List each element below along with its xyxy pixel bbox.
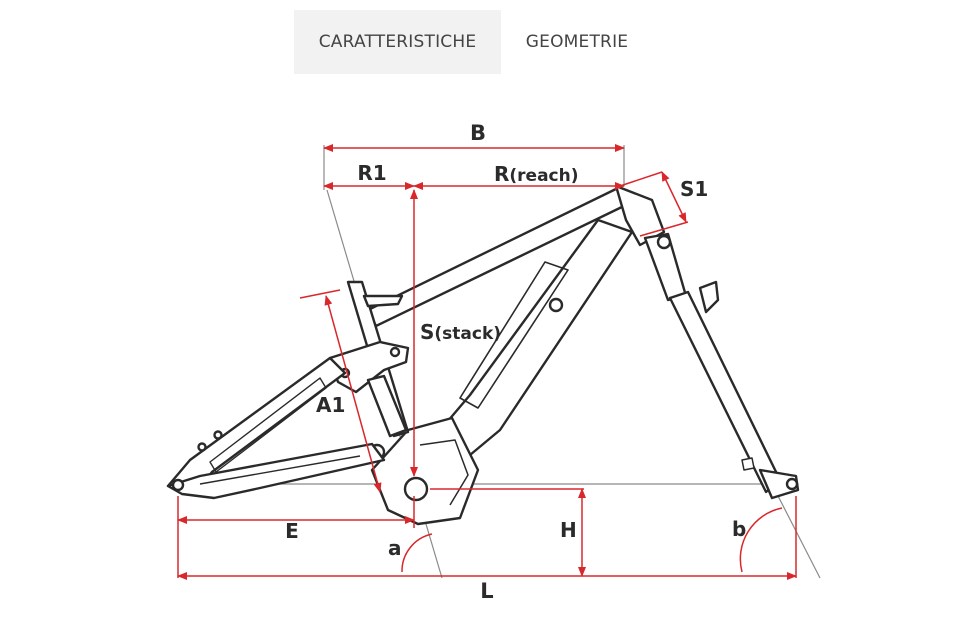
bottom-bracket: [403, 476, 429, 502]
front-axle: [785, 477, 799, 491]
label-s1: S1: [680, 177, 708, 201]
s1-ext-bottom: [639, 221, 689, 237]
label-b: B: [470, 121, 486, 145]
tab-geometrie[interactable]: GEOMETRIE: [525, 32, 629, 52]
tab-caratteristiche[interactable]: CARATTERISTICHE: [294, 10, 501, 74]
label-a1: A1: [316, 393, 345, 417]
label-b-angle: b: [732, 517, 746, 541]
label-reach: R(reach): [494, 162, 579, 186]
down-tube-inner: [459, 261, 569, 409]
a1-ext-top: [299, 289, 341, 299]
dim-a1: [324, 295, 382, 493]
label-h: H: [560, 518, 577, 542]
tab-bar: CARATTERISTICHE GEOMETRIE: [294, 10, 653, 74]
label-a: a: [388, 536, 402, 560]
dimension-labels: B R1 R(reach) S1 S(stack) A1 E a H b L: [285, 121, 746, 603]
fork-arch: [698, 280, 720, 314]
label-stack: S(stack): [420, 320, 501, 344]
dim-s1: [661, 171, 687, 223]
fork-leg: [668, 290, 782, 494]
s1-ext-top: [619, 171, 663, 187]
rear-axle: [171, 478, 185, 492]
label-r1: R1: [357, 161, 386, 185]
label-l: L: [480, 579, 493, 603]
frame-drawing: [166, 184, 800, 526]
fork-dropout: [758, 468, 800, 500]
seat-tube-bridge: [362, 294, 404, 308]
angle-b-arc: [739, 507, 783, 573]
label-e: E: [285, 519, 299, 543]
down-tube-bolt: [548, 297, 564, 313]
dimension-lines: [177, 144, 797, 580]
angle-a-arc: [401, 533, 433, 573]
